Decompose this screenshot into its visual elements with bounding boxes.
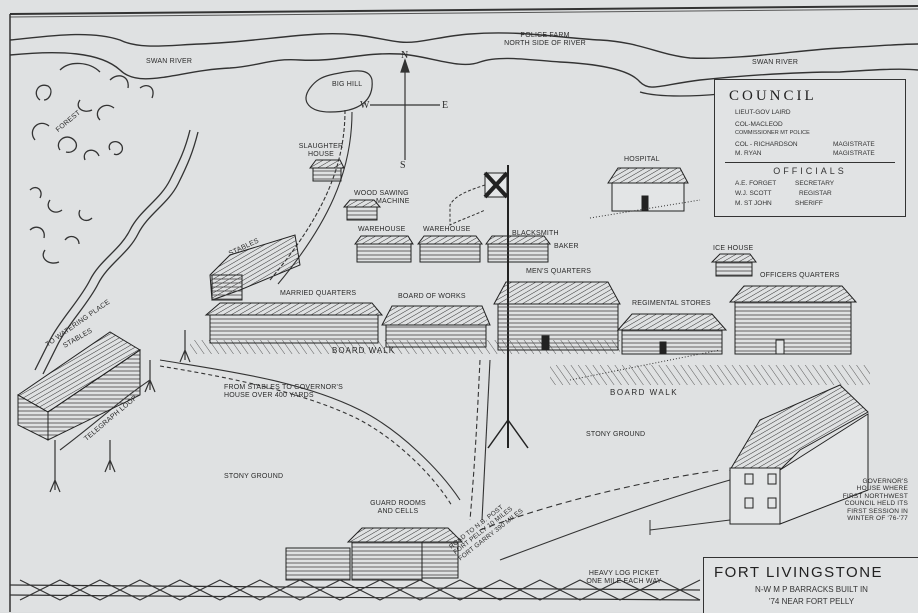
board-walk-upper-label: BOARD WALK <box>332 346 396 355</box>
stony-ground-left: STONY GROUND <box>224 473 284 480</box>
picket-label: HEAVY LOG PICKET ONE MILE EACH WAY <box>586 570 662 586</box>
warehouse-2-label: WAREHOUSE <box>423 226 471 233</box>
police-farm-label: POLICE FARM NORTH SIDE OF RIVER <box>504 32 586 48</box>
compass-west: W <box>360 100 370 111</box>
warehouse-1-label: WAREHOUSE <box>358 226 406 233</box>
compass-north: N <box>401 50 409 61</box>
council-member: LIEUT-GOV LAIRD <box>735 109 791 116</box>
council-member: COMMISSIONER MT POLICE <box>735 130 810 136</box>
map-title: FORT LIVINGSTONE <box>714 564 884 581</box>
compass-east: E <box>442 100 449 111</box>
governors-house-label: GOVERNOR'S HOUSE WHERE FIRST NORTHWEST C… <box>842 478 908 523</box>
guard-rooms-label: GUARD ROOMS AND CELLS <box>370 500 426 516</box>
title-cartouche: FORT LIVINGSTONE N-W M P BARRACKS BUILT … <box>703 557 918 613</box>
baker-label: BAKER <box>554 243 579 250</box>
hospital-label: HOSPITAL <box>624 156 660 163</box>
council-member: COL-MACLEOD <box>735 121 783 128</box>
slaughter-house-label: SLAUGHTER HOUSE <box>298 143 344 159</box>
stables-distance-label: FROM STABLES TO GOVERNOR'S HOUSE OVER 40… <box>224 384 343 400</box>
council-legend: COUNCIL LIEUT-GOV LAIRD COL-MACLEOD COMM… <box>714 79 906 217</box>
board-walk-lower-label: BOARD WALK <box>610 388 679 397</box>
big-hill-label: BIG HILL <box>332 81 363 88</box>
council-title: COUNCIL <box>729 88 817 104</box>
mens-quarters-label: MEN'S QUARTERS <box>526 268 592 275</box>
council-divider <box>725 162 895 163</box>
map-subtitle-line2: '74 NEAR FORT PELLY <box>768 597 855 606</box>
officers-quarters-label: OFFICERS QUARTERS <box>760 272 840 279</box>
married-quarters-label: MARRIED QUARTERS <box>280 290 357 297</box>
compass-south: S <box>400 160 406 171</box>
map-subtitle-line1: N-W M P BARRACKS BUILT IN <box>755 585 868 594</box>
stony-ground-right: STONY GROUND <box>586 431 646 438</box>
swan-river-label-right: SWAN RIVER <box>752 59 799 66</box>
swan-river-label-left: SWAN RIVER <box>146 58 193 65</box>
officials-title: OFFICIALS <box>773 166 847 176</box>
ice-house-label: ICE HOUSE <box>713 245 754 252</box>
wood-sawing-label: WOOD SAWING MACHINE <box>354 190 410 206</box>
regimental-stores-label: REGIMENTAL STORES <box>632 300 711 307</box>
blacksmith-label: BLACKSMITH <box>512 230 559 237</box>
board-of-works-label: BOARD OF WORKS <box>398 293 466 300</box>
